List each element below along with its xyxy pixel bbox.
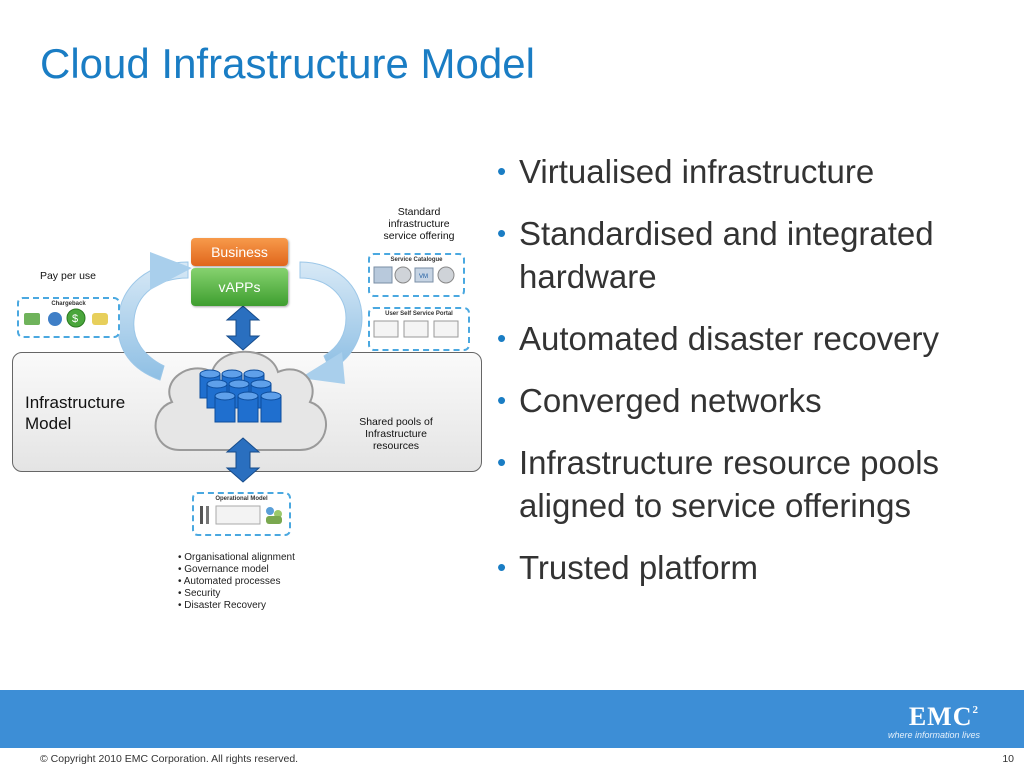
disc-icon bbox=[437, 266, 455, 284]
self-service-label: User Self Service Portal bbox=[385, 311, 453, 317]
right-cycle-arrow bbox=[299, 261, 363, 371]
operational-item: Governance model bbox=[178, 564, 295, 576]
brand-text: EMC bbox=[908, 702, 973, 731]
bullet-item: Standardised and integrated hardware bbox=[495, 212, 1010, 298]
operational-item: Automated processes bbox=[178, 576, 295, 588]
operational-model-panel: Operational Model bbox=[192, 492, 291, 536]
disc-icon bbox=[394, 266, 412, 284]
bullet-item: Infrastructure resource pools aligned to… bbox=[495, 441, 1010, 527]
vapps-label: vAPPs bbox=[191, 268, 288, 306]
bullet-item: Virtualised infrastructure bbox=[495, 150, 1010, 193]
tools-icon bbox=[200, 506, 209, 524]
standard-offering-label: Standard infrastructure service offering bbox=[383, 206, 455, 242]
tagline: where information lives bbox=[887, 730, 980, 740]
bullet-item: Converged networks bbox=[495, 379, 1010, 422]
self-service-panel: User Self Service Portal bbox=[368, 307, 470, 351]
chargeback-label: Chargeback bbox=[51, 301, 86, 307]
disc-icon bbox=[48, 312, 62, 326]
svg-text:$: $ bbox=[72, 313, 78, 325]
brand-superscript: 2 bbox=[972, 704, 979, 716]
right-cycle-arrowhead bbox=[300, 352, 345, 384]
page-title: Cloud Infrastructure Model bbox=[40, 40, 535, 87]
shared-pools-label: Shared pools of Infrastructure resources bbox=[359, 416, 433, 452]
business-label: Business bbox=[191, 238, 288, 266]
bullet-item: Trusted platform bbox=[495, 546, 1010, 589]
left-cycle-arrowhead bbox=[150, 252, 192, 290]
operational-model-label: Operational Model bbox=[215, 496, 268, 502]
chargeback-panel: Chargeback $ bbox=[17, 297, 120, 338]
money-bag-icon bbox=[92, 313, 108, 325]
dollar-coin-icon bbox=[66, 308, 86, 328]
catalogue-thumbnails: VM bbox=[373, 266, 455, 284]
bullet-list: Virtualised infrastructure Standardised … bbox=[495, 150, 1010, 608]
footer-band bbox=[0, 690, 1024, 748]
copyright: © Copyright 2010 EMC Corporation. All ri… bbox=[40, 753, 299, 765]
operational-item: Disaster Recovery bbox=[178, 600, 295, 612]
operational-item: Organisational alignment bbox=[178, 552, 295, 564]
emc-logo: EMC2 bbox=[909, 702, 979, 732]
operational-icons bbox=[200, 505, 282, 525]
page-number: 10 bbox=[1002, 753, 1014, 765]
bullet-item: Automated disaster recovery bbox=[495, 317, 1010, 360]
left-cycle-arrow bbox=[117, 261, 189, 381]
double-arrow-lower bbox=[225, 437, 261, 483]
operational-item: Security bbox=[178, 588, 295, 600]
people-icon bbox=[266, 507, 282, 524]
storage-cylinder-icon bbox=[199, 369, 282, 423]
operational-list: Organisational alignment Governance mode… bbox=[178, 552, 295, 612]
service-catalogue-label: Service Catalogue bbox=[390, 257, 443, 263]
pay-per-use-label: Pay per use bbox=[39, 270, 97, 282]
portal-thumbnails bbox=[373, 320, 459, 338]
double-arrow-upper bbox=[225, 305, 261, 351]
money-icons: $ bbox=[24, 308, 108, 328]
vm-label: VM bbox=[419, 274, 428, 280]
service-catalogue-panel: Service Catalogue VM bbox=[368, 253, 465, 297]
infrastructure-model-label: Infrastructure Model bbox=[25, 393, 126, 433]
